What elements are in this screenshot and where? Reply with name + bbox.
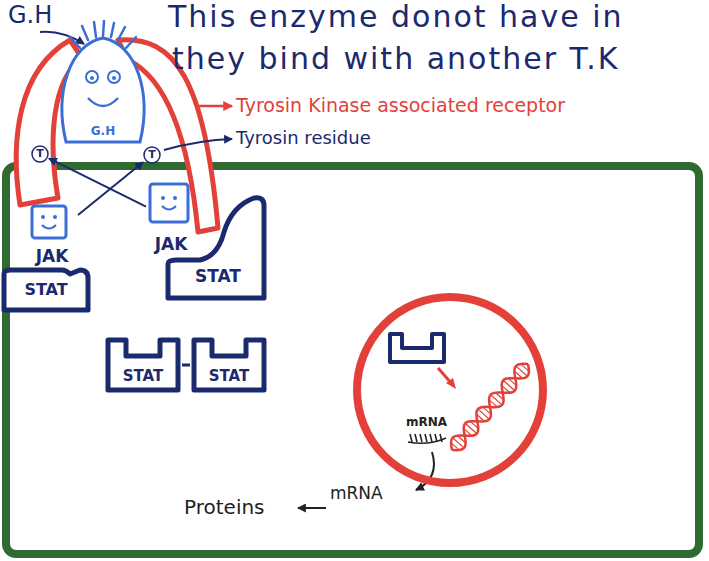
face-pupil: [90, 76, 94, 80]
dna-rung: [490, 395, 502, 406]
dna-rung: [483, 407, 491, 414]
face-eye: [108, 71, 120, 83]
stat-outline: [108, 340, 178, 390]
nuclear-envelope: [357, 297, 543, 483]
note-text: they bind with another T.K: [172, 42, 620, 77]
note-text: This enzyme donot have in: [168, 0, 624, 35]
dna-rung: [465, 423, 477, 434]
dna-rung: [464, 428, 472, 435]
mrna-strand-tick: [420, 434, 422, 442]
jak-kinase: JAK: [26, 204, 78, 268]
dna-rung: [521, 364, 529, 371]
dna-rung: [476, 414, 484, 421]
nucleus: mRNA: [352, 292, 548, 488]
node-text: STAT: [195, 267, 241, 286]
node-text: STAT: [24, 281, 67, 299]
hormone-blob: G.H: [48, 22, 158, 150]
dna-rung: [516, 366, 528, 377]
binding-arrow-head: [446, 378, 456, 389]
stat-outline: [194, 340, 264, 390]
kinase-box: [150, 184, 188, 222]
leader-arrow: [198, 105, 232, 108]
face-smile: [42, 225, 56, 229]
hormone-label: G.H: [8, 2, 52, 30]
stat-protein: STAT: [158, 192, 270, 304]
dna-strand: [451, 364, 529, 450]
leader-arrow: [298, 507, 326, 509]
face-smile: [88, 98, 118, 106]
node-text: G.H: [91, 125, 115, 138]
stat-outline: [168, 198, 264, 298]
node-text: STAT: [123, 368, 164, 385]
dna-rung: [457, 436, 465, 443]
node-text: T: [36, 148, 44, 160]
kinase-box: [32, 206, 66, 238]
product-label: Proteins: [184, 496, 265, 519]
connector: [182, 364, 190, 367]
node-text: JAK: [155, 235, 188, 254]
face-pupil: [112, 76, 116, 80]
dna-rung: [495, 393, 503, 400]
face-smile: [162, 206, 176, 210]
mrna-strand-tick: [410, 434, 412, 442]
leader-arrow: [164, 139, 232, 150]
hormone-outline: [62, 38, 144, 142]
dna-rung: [470, 421, 478, 428]
leader-arrow: [40, 32, 84, 44]
dna-rung: [452, 438, 464, 449]
node-outline: [104, 336, 182, 394]
dna-rung: [508, 378, 516, 385]
node-text: mRNA: [406, 416, 447, 429]
hair-stroke: [118, 27, 125, 40]
callout-text: Tyrosin Kinase associated receptor: [236, 95, 565, 117]
callout-text: Tyrosin residue: [236, 128, 371, 149]
hair-stroke: [103, 21, 104, 36]
hair-stroke: [111, 23, 114, 37]
stat-protein: STAT: [0, 266, 92, 314]
product-label: mRNA: [330, 484, 383, 504]
node-outline: [158, 192, 270, 304]
mrna-strand: [408, 438, 446, 443]
jak-kinase: JAK: [146, 182, 196, 256]
dna-rung: [514, 371, 522, 378]
node-text: STAT: [209, 368, 250, 385]
face-eye: [86, 71, 98, 83]
face-eye: [53, 215, 57, 219]
dna-rung: [478, 409, 490, 420]
hair-stroke: [126, 37, 136, 48]
stat-dimer-unit: STAT: [104, 336, 182, 394]
circle-outline: [32, 146, 48, 162]
dna-strand: [452, 364, 528, 450]
stat-dimer-unit: STAT: [190, 336, 268, 394]
tyrosine-circle: T: [143, 146, 161, 164]
cell-membrane: [6, 166, 699, 554]
dna-rung: [502, 385, 510, 392]
node-outline: [352, 292, 548, 488]
node-text: JAK: [36, 247, 69, 266]
connector: [78, 162, 143, 215]
stat-dimer-symbol: [390, 334, 444, 362]
circle-outline: [144, 147, 160, 163]
face-eye: [161, 196, 165, 200]
dna-rung: [451, 443, 459, 450]
face-eye: [41, 215, 45, 219]
mrna-strand-tick: [415, 434, 417, 442]
mrna-strand-tick: [430, 434, 432, 442]
dna-rung: [503, 380, 515, 391]
node-outline: [190, 336, 268, 394]
face-eye: [173, 196, 177, 200]
hair-stroke: [70, 37, 80, 48]
dna-rung: [489, 400, 497, 407]
mrna-strand-tick: [425, 434, 427, 442]
hair-stroke: [82, 26, 88, 40]
connector: [49, 158, 146, 206]
tyrosine-circle: T: [31, 145, 49, 163]
stat-outline: [4, 270, 88, 310]
hair-stroke: [94, 22, 96, 37]
node-text: T: [148, 149, 156, 161]
